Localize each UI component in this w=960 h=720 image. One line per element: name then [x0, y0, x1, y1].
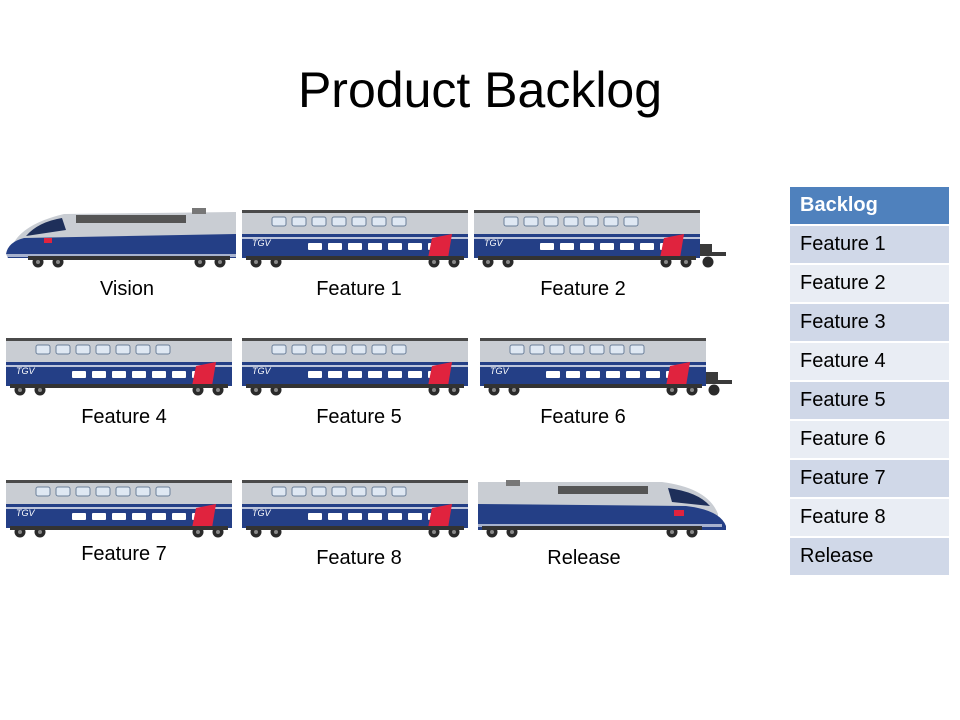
svg-text:TGV: TGV	[16, 508, 35, 518]
svg-text:TGV: TGV	[252, 366, 271, 376]
backlog-row: Feature 4	[790, 342, 949, 382]
backlog-row: Feature 1	[790, 225, 949, 265]
car-label-release: Release	[547, 547, 621, 569]
backlog-row: Feature 3	[790, 303, 949, 343]
svg-text:TGV: TGV	[252, 238, 271, 248]
svg-text:TGV: TGV	[484, 238, 503, 248]
car-label-feature-1: Feature 1	[316, 278, 402, 300]
car-label-feature-6: Feature 6	[540, 406, 626, 428]
car-label-feature-4: Feature 4	[81, 406, 167, 428]
backlog-row: Feature 7	[790, 459, 949, 499]
backlog-row: Release	[790, 537, 949, 577]
train-car-release	[478, 480, 726, 538]
backlog-row: Feature 5	[790, 381, 949, 421]
car-label-feature-7: Feature 7	[81, 543, 167, 565]
car-label-vision: Vision	[99, 278, 155, 300]
backlog-row: Feature 6	[790, 420, 949, 460]
train-car-feature-2: TGV	[474, 210, 726, 268]
train-car-feature-6: TGV	[480, 338, 732, 396]
train-car-feature-8: TGV	[242, 480, 468, 538]
train-car-feature-7: TGV	[6, 480, 232, 538]
slide-title: Product Backlog	[297, 62, 663, 118]
backlog-table-header: Backlog	[790, 187, 949, 226]
svg-text:TGV: TGV	[490, 366, 509, 376]
backlog-table: Backlog Feature 1 Feature 2 Feature 3 Fe…	[790, 187, 949, 577]
train-car-feature-5: TGV	[242, 338, 468, 396]
train-car-vision	[6, 208, 236, 268]
svg-text:TGV: TGV	[16, 366, 35, 376]
svg-text:TGV: TGV	[252, 508, 271, 518]
backlog-row: Feature 2	[790, 264, 949, 304]
backlog-row: Feature 8	[790, 498, 949, 538]
car-label-feature-8: Feature 8	[316, 547, 402, 569]
car-label-feature-5: Feature 5	[316, 406, 402, 428]
train-car-feature-4: TGV	[6, 338, 232, 396]
train-car-feature-1: TGV	[242, 210, 468, 268]
car-label-feature-2: Feature 2	[540, 278, 626, 300]
